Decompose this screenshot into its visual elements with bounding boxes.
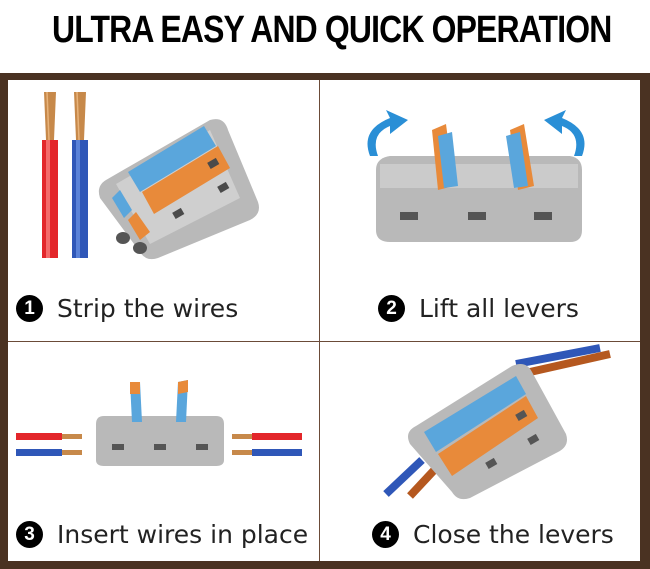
step-2-label: Lift all levers — [419, 294, 579, 323]
left-rotate-arrow-icon — [367, 110, 408, 156]
step-1-number-badge: 1 — [16, 295, 43, 322]
step-3-label: Insert wires in place — [57, 520, 309, 549]
step-2-cell: 2 Lift all levers — [320, 80, 640, 341]
step-4-label: Close the levers — [413, 520, 614, 549]
step-1-label: Strip the wires — [57, 294, 239, 323]
grid-divider-vertical — [319, 80, 320, 561]
step-4-cell: 4 Close the levers — [320, 342, 640, 561]
step-4-number-badge: 4 — [372, 521, 399, 548]
step-3-number-badge: 3 — [16, 521, 43, 548]
grid-divider-horizontal — [8, 341, 640, 342]
step-1-caption: 1 Strip the wires — [16, 294, 238, 323]
step-2-number-badge: 2 — [378, 295, 405, 322]
step-4-illustration — [383, 344, 611, 500]
page-title: ULTRA EASY AND QUICK OPERATION — [52, 9, 612, 51]
step-1-cell: 1 Strip the wires — [8, 80, 319, 341]
step-1-illustration — [42, 91, 259, 260]
step-3-illustration — [16, 380, 302, 466]
step-2-illustration — [367, 110, 585, 242]
step-3-cell: 3 Insert wires in place — [8, 342, 319, 561]
step-4-caption: 4 Close the levers — [372, 520, 614, 549]
step-2-caption: 2 Lift all levers — [378, 294, 579, 323]
step-3-caption: 3 Insert wires in place — [16, 520, 308, 549]
right-rotate-arrow-icon — [544, 110, 585, 156]
